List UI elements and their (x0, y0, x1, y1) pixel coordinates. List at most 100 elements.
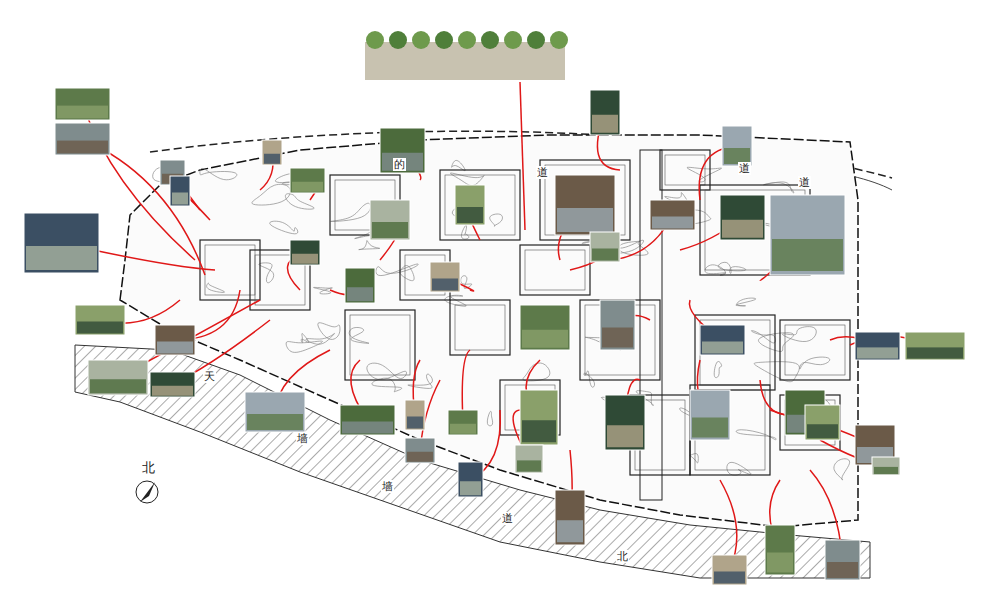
elevation-tree (389, 31, 407, 49)
photo-detail (292, 182, 323, 192)
reference-photo (345, 268, 375, 303)
elevation-tree (481, 31, 499, 49)
red-leaders (62, 104, 936, 570)
contour-line (690, 454, 699, 463)
contour-line (758, 333, 793, 352)
elevation-tree (527, 31, 545, 49)
reference-photo (605, 395, 645, 450)
photo-detail (342, 422, 393, 434)
photo-detail (57, 141, 108, 154)
photo-detail (592, 249, 618, 261)
map-label: 道 (798, 176, 811, 189)
photo-detail (827, 562, 858, 578)
reference-photo (690, 390, 730, 440)
contour-line (754, 362, 799, 382)
contour-line (718, 262, 745, 273)
reference-photo (55, 88, 110, 120)
reference-photo (88, 360, 148, 395)
contour-line (764, 182, 794, 193)
building-inner (350, 315, 410, 375)
photo-detail (432, 279, 458, 291)
photo-detail (592, 115, 618, 133)
building-outline (450, 300, 510, 355)
building-outline (695, 315, 775, 390)
reference-photo (765, 525, 795, 575)
reference-photo (290, 240, 320, 265)
reference-photo (155, 325, 195, 355)
photo-detail (807, 424, 838, 438)
north-arrow (136, 481, 158, 503)
photo-set (24, 88, 965, 585)
reference-photo (405, 438, 435, 463)
contour-line (200, 168, 237, 179)
building-outline (345, 310, 415, 380)
reference-photo (555, 175, 615, 235)
reference-photo (600, 300, 635, 350)
photo-detail (772, 239, 843, 271)
reference-photo (290, 168, 325, 193)
building-wall (690, 385, 770, 475)
reference-photo (262, 140, 282, 165)
photo-detail (457, 207, 483, 223)
photo-detail (522, 330, 568, 348)
photo-detail (264, 154, 280, 164)
reference-photo (590, 90, 620, 135)
photo-detail (157, 342, 193, 354)
building-inner (545, 165, 625, 235)
building-wall (520, 245, 590, 295)
map-label: 北 (616, 550, 629, 563)
building-outline (540, 160, 630, 240)
contour-line (367, 363, 407, 379)
building-outline (780, 320, 850, 380)
contour-lines (153, 160, 850, 480)
building-outline (580, 300, 660, 380)
reference-photo (430, 262, 460, 292)
elevation-tree (412, 31, 430, 49)
reference-photo (458, 462, 483, 497)
photo-detail (702, 342, 743, 354)
building-inner (455, 305, 505, 350)
photo-detail (522, 420, 556, 442)
elevation-rendering (365, 31, 568, 230)
building-wall (695, 315, 775, 390)
elevation-tree (458, 31, 476, 49)
reference-photo (170, 176, 190, 206)
contour-line (314, 287, 333, 294)
photo-detail (652, 217, 693, 229)
contour-line (376, 264, 418, 276)
reference-photo (855, 332, 900, 360)
red-leader-line (83, 139, 206, 275)
contour-line (400, 266, 414, 281)
map-label: 道 (738, 162, 751, 175)
photo-detail (247, 414, 303, 430)
contour-line (834, 459, 850, 480)
photo-detail (450, 424, 476, 434)
elevation-tree (550, 31, 568, 49)
reference-photo (370, 200, 410, 240)
contour-line (584, 371, 595, 387)
photo-detail (607, 425, 643, 447)
photo-detail (557, 208, 613, 232)
photo-detail (407, 452, 433, 462)
building-wall (345, 310, 415, 380)
site-boundary (120, 135, 858, 527)
contour-line (800, 357, 830, 369)
compass-ring (136, 481, 158, 503)
photo-detail (152, 386, 193, 396)
building-outline (520, 245, 590, 295)
reference-photo (520, 305, 570, 350)
building-outline (440, 170, 520, 240)
map-label: 墙 (296, 432, 309, 445)
contour-line (445, 295, 466, 306)
reference-photo (650, 200, 695, 230)
photo-detail (767, 553, 793, 573)
contour-line (270, 221, 298, 234)
photo-detail (90, 379, 146, 393)
building-inner (785, 325, 845, 375)
building-inner (445, 175, 515, 235)
building-wall (540, 160, 630, 240)
contour-line (286, 341, 322, 352)
contour-line (687, 167, 722, 182)
reference-photo (700, 325, 745, 355)
reference-photo (520, 390, 558, 445)
